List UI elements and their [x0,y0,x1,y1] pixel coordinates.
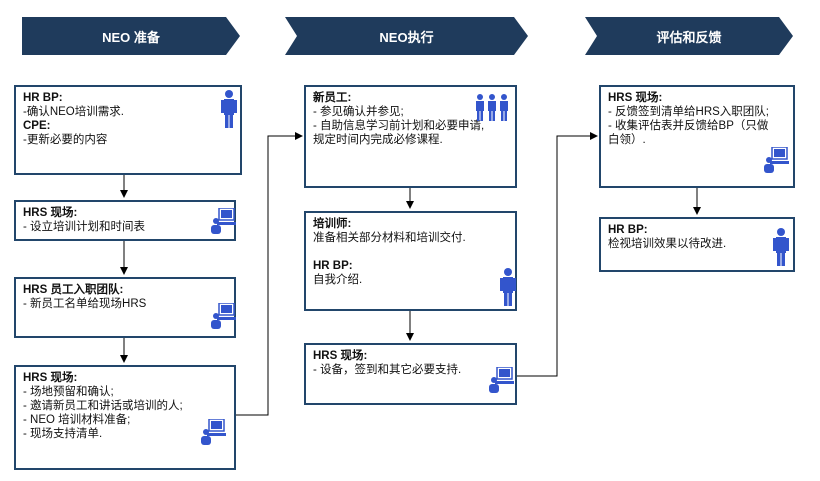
computer-user-icon [211,208,236,234]
box-hrs-onsite-feedback: HRS 现场: - 反馈签到清单给HRS入职团队; - 收集评估表并反馈给BP（… [599,85,795,188]
box-line: 检视培训效果以待改进. [608,238,727,250]
box-hrbp-review: HR BP: 检视培训效果以待改进. [599,217,795,272]
header-neo-prep: NEO 准备 [22,17,240,55]
arrow-c2-to-c3 [517,132,598,377]
header-neo-prep-label: NEO 准备 [102,29,160,45]
box-hrs-onsite-prep: HRS 现场: - 场地预留和确认; - 邀请新员工和讲话或培训的人; - NE… [14,365,236,470]
box-line: - 参见确认并参见; [313,106,404,118]
box-title: HRS 现场: [608,92,663,104]
people-group-icon [476,94,508,121]
box-title: HRS 现场: [313,350,368,362]
box-line: - 反馈签到清单给HRS入职团队; [608,106,769,118]
computer-user-icon [489,367,514,393]
arrow-c1-to-c2 [235,132,303,416]
box-hrs-onboarding-team: HRS 员工入职团队: - 新员工名单给现场HRS [14,277,236,338]
box-line: - 邀请新员工和讲话或培训的人; [23,400,183,412]
box-line: 白领）. [608,134,646,146]
box-line: 自我介绍. [313,274,363,286]
person-icon [500,268,516,306]
box-line: - 自助信息学习前计划和必要申请, [313,120,485,132]
computer-user-icon [764,147,789,173]
header-neo-exec-label: NEO执行 [379,29,434,45]
box-line: - NEO 培训材料准备; [23,414,131,426]
box-line: - 设立培训计划和时间表 [23,221,146,233]
box-line: - 场地预留和确认; [23,386,114,398]
box-title: 新员工: [313,92,352,104]
header-eval-feedback: 评估和反馈 [585,17,793,55]
box-line: -更新必要的内容 [23,134,108,146]
box-title: HR BP: [608,224,648,236]
box-title: HRS 现场: [23,372,78,384]
box-title: HR BP: [23,92,63,104]
box-hrs-onsite-plan: HRS 现场: - 设立培训计划和时间表 [14,200,236,241]
box-line: - 新员工名单给现场HRS [23,298,147,310]
person-icon [773,228,789,266]
box-title: HR BP: [313,260,353,272]
computer-user-icon [201,419,226,445]
box-title: HRS 员工入职团队: [23,284,124,296]
header-eval-feedback-label: 评估和反馈 [656,29,722,45]
person-icon [221,90,237,128]
box-line: 准备相关部分材料和培训交付. [313,232,466,244]
box-title: CPE: [23,120,51,132]
box-line: - 收集评估表并反馈给BP（只做 [608,120,769,132]
computer-user-icon [211,303,236,329]
box-new-employee: 新员工: - 参见确认并参见; - 自助信息学习前计划和必要申请, 规定时间内完… [304,85,517,188]
box-trainer-hrbp: 培训师: 准备相关部分材料和培训交付. HR BP: 自我介绍. [304,211,517,311]
box-hrs-onsite-support: HRS 现场: - 设备，签到和其它必要支持. [304,343,517,405]
box-line: - 现场支持清单. [23,428,103,440]
box-line: - 设备，签到和其它必要支持. [313,364,462,376]
box-title: 培训师: [313,218,352,230]
header-neo-exec: NEO执行 [285,17,528,55]
box-hrbp-cpe: HR BP: -确认NEO培训需求. CPE: -更新必要的内容 [14,85,242,175]
box-line: 规定时间内完成必修课程. [313,134,443,146]
box-line: -确认NEO培训需求. [23,106,124,118]
box-title: HRS 现场: [23,207,78,219]
